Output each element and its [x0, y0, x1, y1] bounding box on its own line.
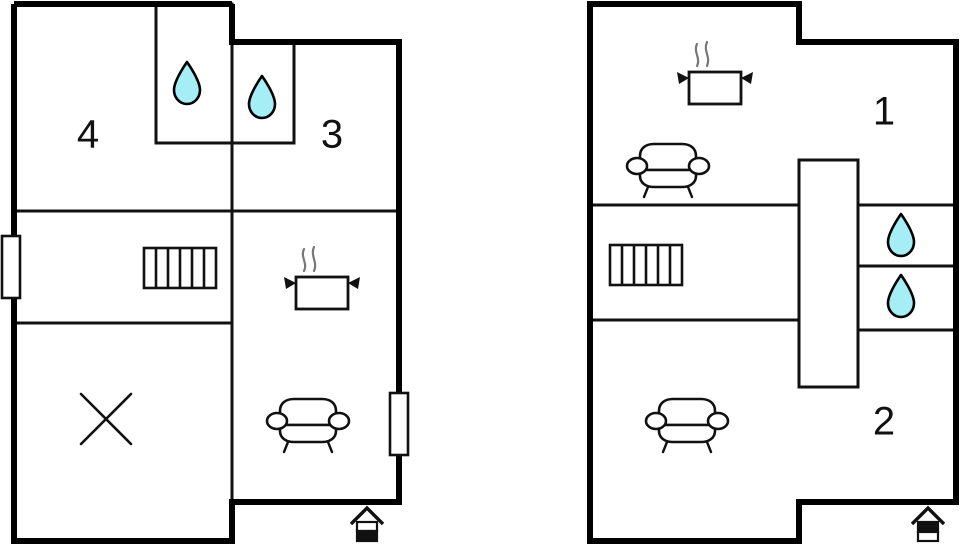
- radiator-icon: [142, 246, 218, 290]
- water-drop-icon: [886, 212, 916, 258]
- window-icon: [0, 234, 22, 300]
- water-drop-icon: [172, 60, 202, 106]
- room-label-2: 2: [873, 400, 895, 444]
- cooking-pot-icon: [282, 245, 362, 311]
- cooking-pot-icon: [675, 40, 755, 106]
- right-plan-icons: [608, 40, 916, 454]
- sofa-icon: [625, 142, 711, 199]
- left-plan-outer-walls: [11, 1, 402, 544]
- room-label-3: 3: [321, 113, 343, 157]
- right-floor-plan: 1 2: [587, 1, 959, 544]
- cross-icon: [79, 392, 133, 446]
- radiator-icon: [608, 243, 684, 287]
- water-drop-icon: [247, 74, 277, 120]
- entrance-house-icon: [349, 506, 385, 543]
- room-label-1: 1: [873, 90, 895, 134]
- sofa-icon: [265, 397, 351, 454]
- right-plan-interior-walls: [590, 158, 956, 389]
- left-plan-icons: [79, 60, 362, 454]
- wall-outline: [11, 4, 402, 544]
- wall-outline: [587, 1, 959, 544]
- window-icon: [388, 391, 410, 457]
- left-floor-plan: 4 3: [0, 1, 410, 544]
- entrance-house-icon: [910, 506, 946, 543]
- sofa-icon: [644, 397, 730, 454]
- room-label-4: 4: [77, 113, 99, 157]
- water-drop-icon: [886, 273, 916, 319]
- right-plan-outer-walls: [587, 1, 959, 544]
- corridor-outline: [797, 158, 860, 389]
